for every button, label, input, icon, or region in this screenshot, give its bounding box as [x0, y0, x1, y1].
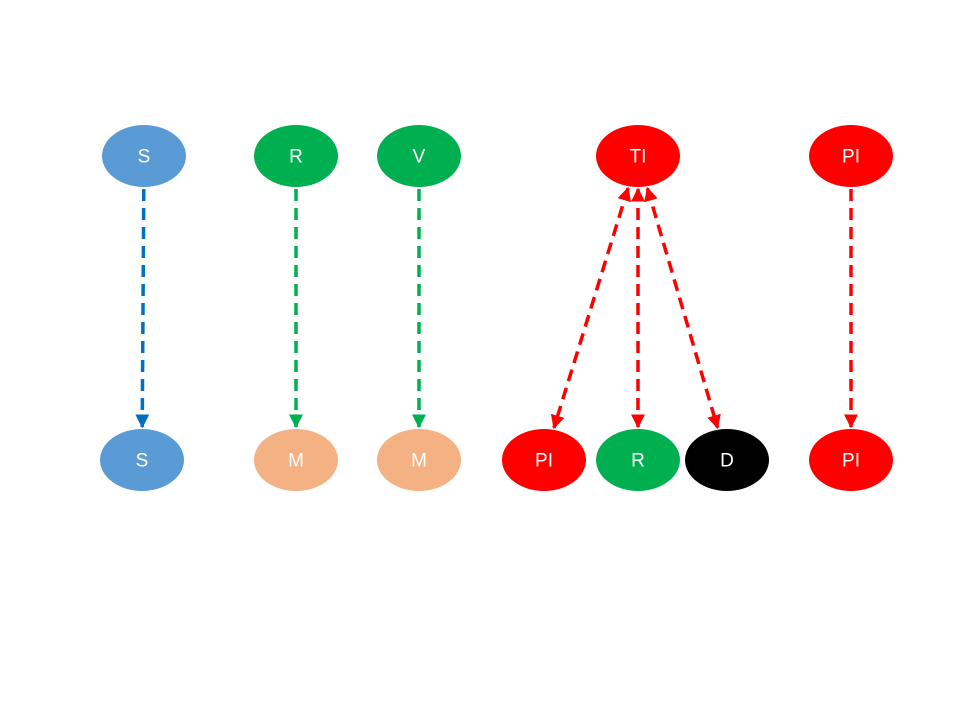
node-label: D: [720, 451, 734, 472]
node-label: S: [136, 451, 149, 472]
node-label: TI: [630, 147, 647, 168]
edge-s_top-to-s_bottom: [135, 188, 150, 429]
node-s-bottom: S: [100, 429, 184, 491]
node-r-top: R: [254, 125, 338, 187]
edges-layer: [135, 186, 858, 430]
edge-ti_top-to-d_bottom: [644, 186, 721, 430]
edge-ti_top-to-pi_bottom_1: [550, 186, 632, 430]
node-shape: [596, 125, 680, 187]
node-shape: [102, 125, 186, 187]
node-s-top: S: [102, 125, 186, 187]
node-label: M: [411, 451, 427, 472]
node-d-bottom: D: [685, 429, 769, 491]
node-r-bottom: R: [596, 429, 680, 491]
node-pi-top: PI: [809, 125, 893, 187]
node-ti-top: TI: [596, 125, 680, 187]
node-shape: [254, 429, 338, 491]
node-shape: [377, 429, 461, 491]
node-shape: [596, 429, 680, 491]
node-shape: [685, 429, 769, 491]
node-shape: [809, 125, 893, 187]
node-m-bottom-2: M: [377, 429, 461, 491]
node-label: R: [289, 147, 303, 168]
node-m-bottom-1: M: [254, 429, 338, 491]
node-label: S: [138, 147, 151, 168]
node-label: PI: [535, 451, 553, 472]
node-shape: [254, 125, 338, 187]
node-shape: [809, 429, 893, 491]
node-pi-bottom-1: PI: [502, 429, 586, 491]
node-label: M: [288, 451, 304, 472]
node-v-top: V: [377, 125, 461, 187]
node-label: PI: [842, 147, 860, 168]
node-label: V: [413, 147, 426, 168]
nodes-layer: S R V TI PI S M M PI R D PI: [100, 125, 893, 491]
node-label: R: [631, 451, 645, 472]
node-label: PI: [842, 451, 860, 472]
node-shape: [377, 125, 461, 187]
node-pi-bottom-2: PI: [809, 429, 893, 491]
node-shape: [502, 429, 586, 491]
node-shape: [100, 429, 184, 491]
